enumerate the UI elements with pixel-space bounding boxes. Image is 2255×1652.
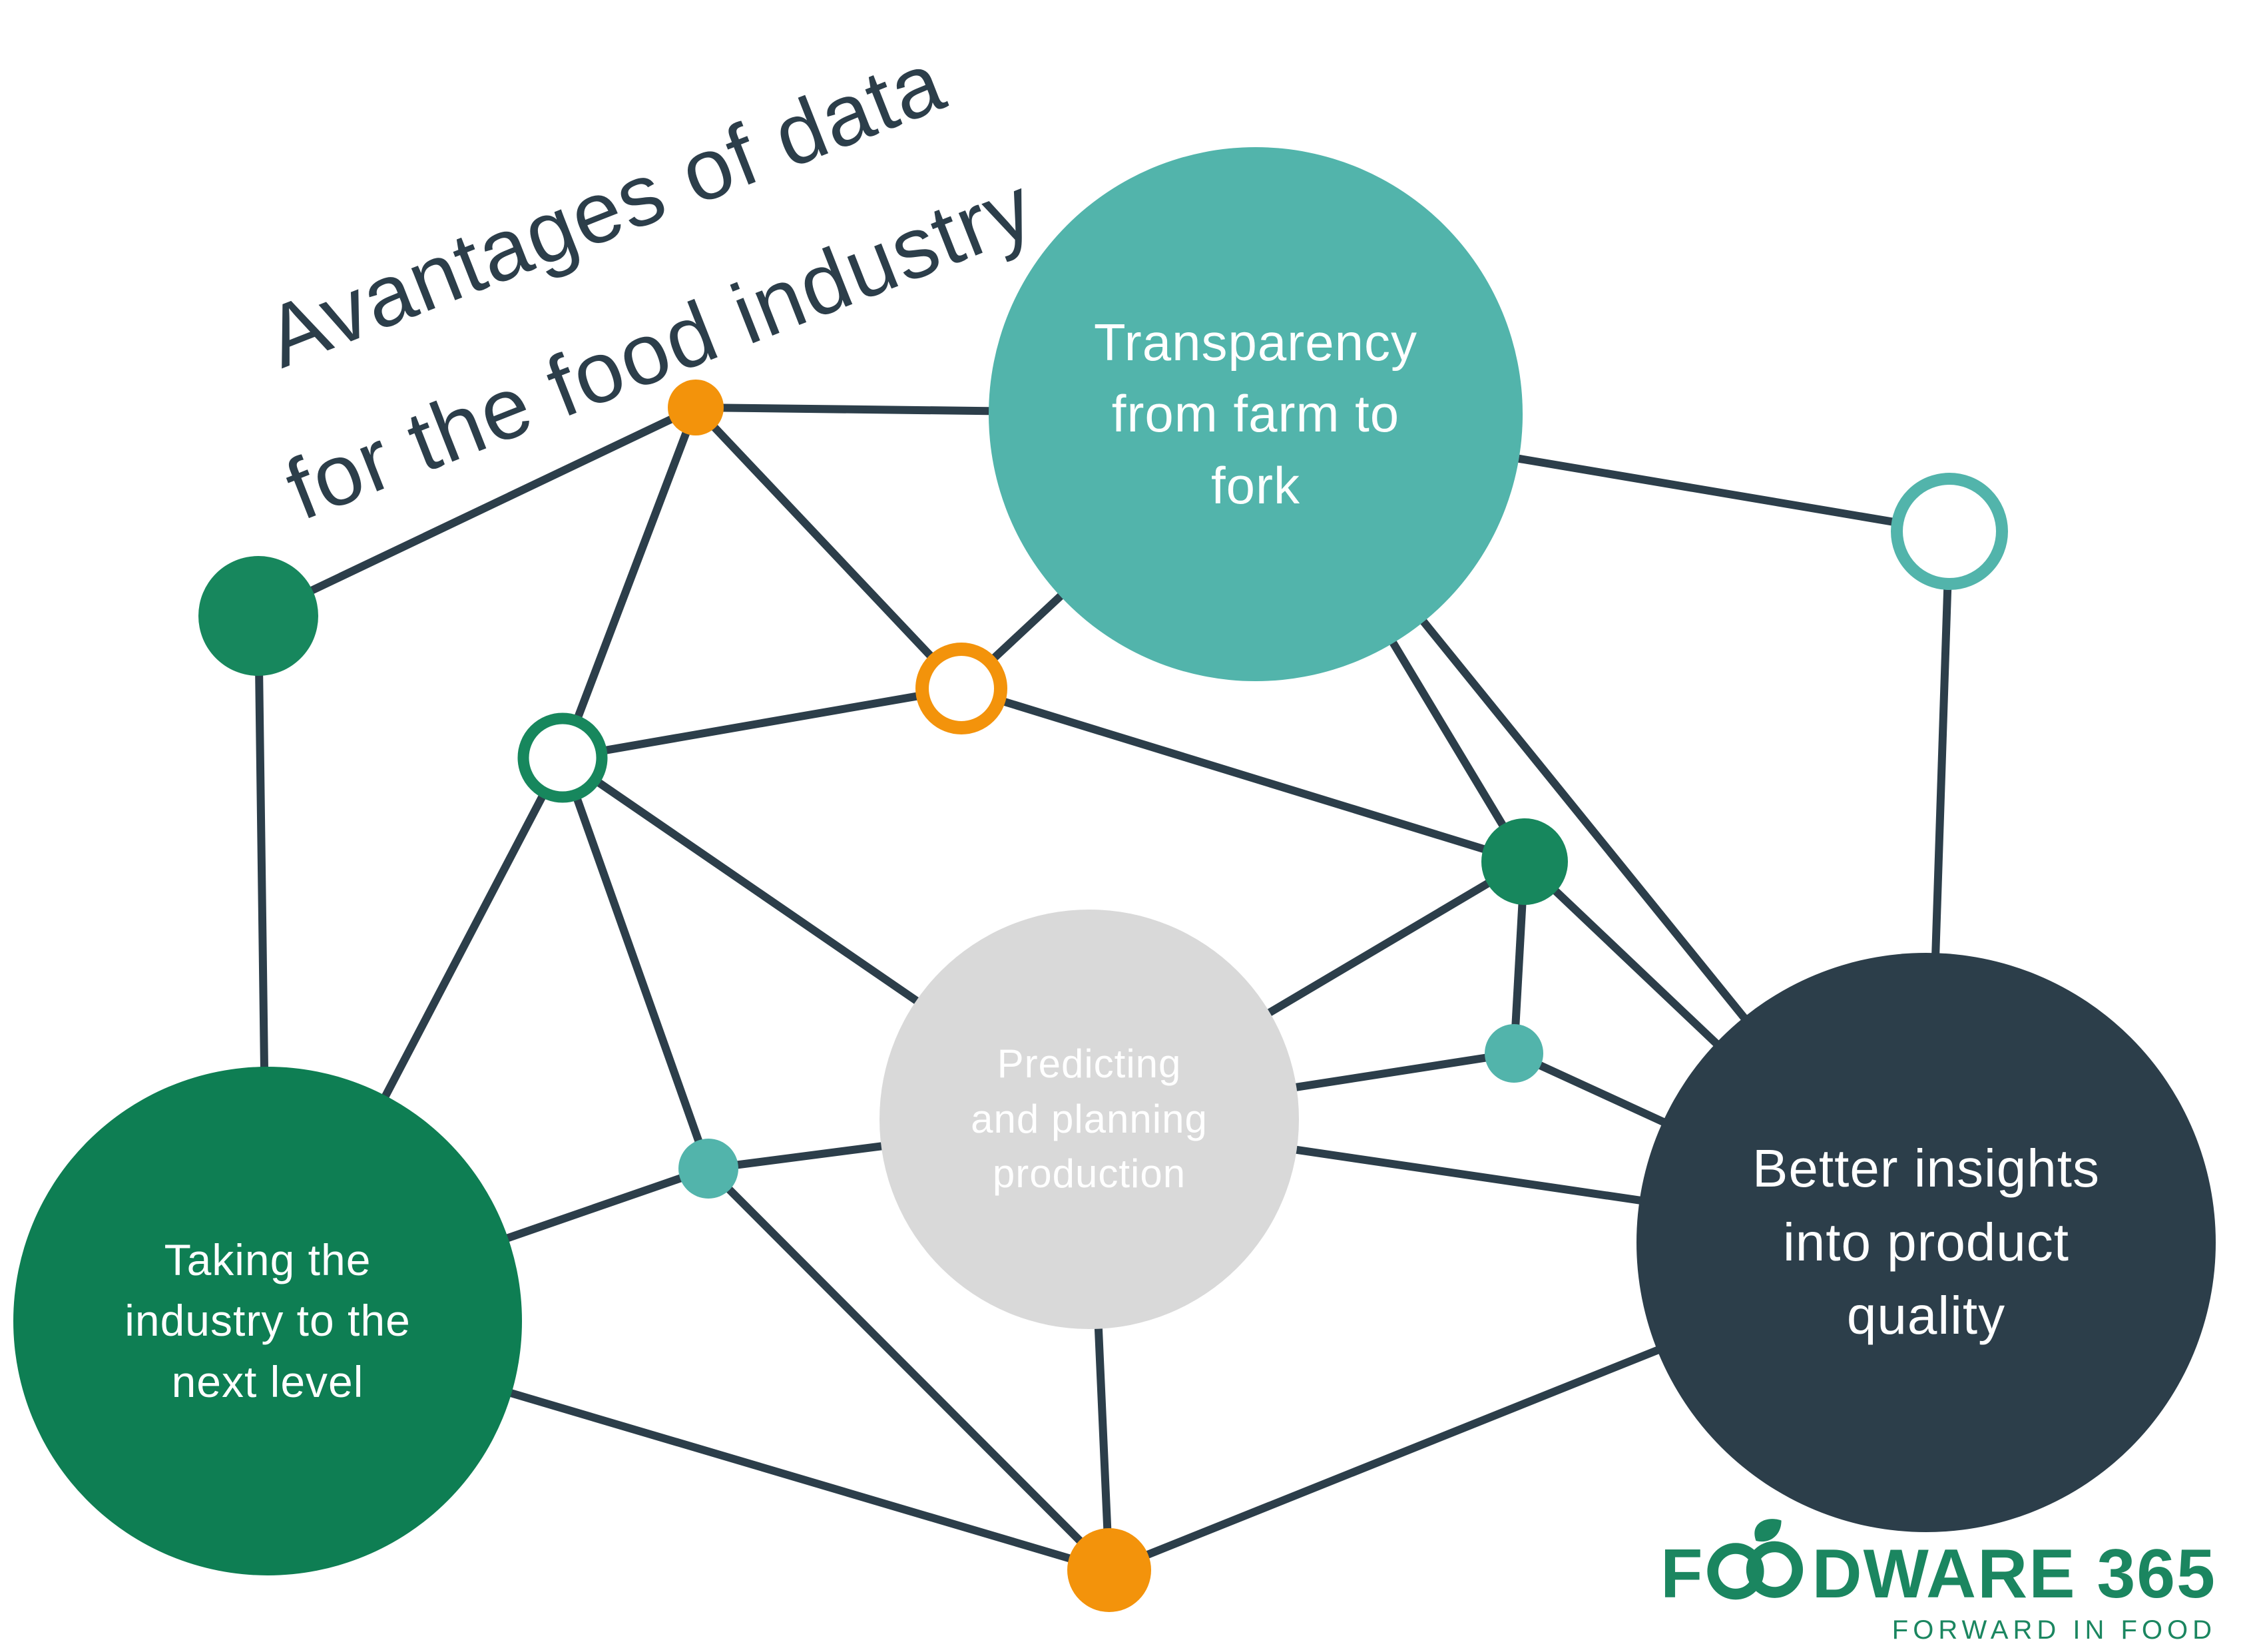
node-green-node-right <box>1481 818 1568 905</box>
node-green-ring <box>517 712 608 803</box>
foodware-wordmark: F DWARE 365 <box>1660 1519 2216 1609</box>
node-green-ellipse-left <box>198 556 318 676</box>
edge-orange-top-orange-ring <box>692 404 965 692</box>
bubble-taking-industry: Taking the industry to the next level <box>13 1067 522 1575</box>
bubble-transparency-label: Transparency from farm to fork <box>1094 312 1417 515</box>
bubble-predicting-label: Predicting and planning production <box>971 1041 1208 1197</box>
bubble-better-insights: Better insights into product quality <box>1636 953 2216 1532</box>
node-teal-ring <box>1891 473 2008 590</box>
foodware-logo: F DWARE 365 FORWARD IN FOOD <box>1660 1519 2216 1645</box>
node-orange-top <box>668 380 724 435</box>
edge-green-ellipse-left-orange-top <box>256 404 698 620</box>
edge-orange-ring-green-node-right <box>960 685 1526 866</box>
node-orange-ring <box>915 643 1007 734</box>
edge-green-ring-teal-node-left <box>559 756 712 1171</box>
edge-teal-node-left-orange-bottom <box>705 1165 1113 1573</box>
bubble-transparency: Transparency from farm to fork <box>989 147 1523 681</box>
node-orange-bottom <box>1067 1528 1151 1612</box>
logo-text-rest: DWARE 365 <box>1812 1535 2216 1613</box>
logo-text-f: F <box>1660 1535 1704 1613</box>
node-teal-node-left <box>678 1139 738 1199</box>
apple-infinity-icon <box>1705 1519 1810 1611</box>
bubble-better-insights-label: Better insights into product quality <box>1752 1139 2100 1346</box>
bubble-taking-industry-label: Taking the industry to the next level <box>125 1235 411 1406</box>
edge-orange-ring-green-ring <box>561 685 963 762</box>
logo-tagline: FORWARD IN FOOD <box>1891 1615 2216 1645</box>
node-teal-node-right <box>1485 1024 1543 1083</box>
edge-orange-top-green-ring <box>559 406 700 760</box>
bubble-predicting: Predicting and planning production <box>879 910 1299 1329</box>
